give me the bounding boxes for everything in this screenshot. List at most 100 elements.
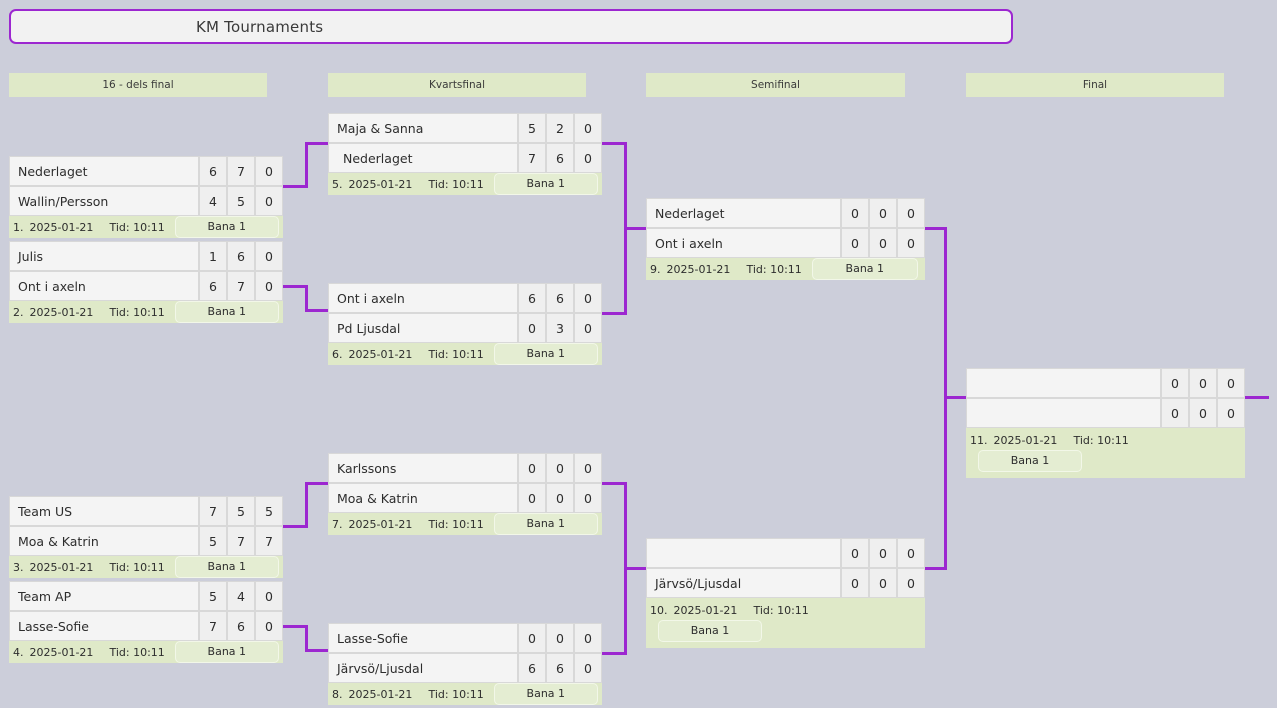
bracket-connector-line <box>305 285 308 312</box>
team-name: Moa & Katrin <box>328 483 518 513</box>
match-card: Karlssons 0 0 0 Moa & Katrin 0 0 0 7. 20… <box>328 453 602 535</box>
table-row[interactable]: 0 0 0 <box>966 368 1245 398</box>
score-cell: 0 <box>841 538 869 568</box>
court-badge[interactable]: Bana 1 <box>493 173 598 195</box>
table-row[interactable]: Julis 1 6 0 <box>9 241 283 271</box>
score-cell: 0 <box>255 156 283 186</box>
match-date: 2025-01-21 <box>29 560 94 574</box>
court-badge[interactable]: Bana 1 <box>978 449 1082 472</box>
match-time: Tid: 10:11 <box>109 220 165 234</box>
score-cell: 0 <box>574 283 602 313</box>
match-info-row: 9. 2025-01-21 Tid: 10:11 Bana 1 <box>646 258 925 280</box>
court-badge[interactable]: Bana 1 <box>493 683 598 705</box>
table-row[interactable]: Lasse-Sofie 7 6 0 <box>9 611 283 641</box>
score-cell: 0 <box>255 241 283 271</box>
table-row[interactable]: Lasse-Sofie 0 0 0 <box>328 623 602 653</box>
score-cell: 6 <box>546 143 574 173</box>
score-cell: 7 <box>199 611 227 641</box>
match-date: 2025-01-21 <box>666 262 731 276</box>
bracket-connector-line <box>283 285 308 288</box>
bracket-connector-line <box>305 625 308 652</box>
team-name: Team AP <box>9 581 199 611</box>
match-info-row: 5. 2025-01-21 Tid: 10:11 Bana 1 <box>328 173 602 195</box>
score-cell: 6 <box>546 283 574 313</box>
table-row[interactable]: 0 0 0 <box>646 538 925 568</box>
match-card: Lasse-Sofie 0 0 0 Järvsö/Ljusdal 6 6 0 8… <box>328 623 602 705</box>
score-cell: 0 <box>897 228 925 258</box>
team-name: Wallin/Persson <box>9 186 199 216</box>
court-badge[interactable]: Bana 1 <box>493 343 598 365</box>
score-cell: 0 <box>841 198 869 228</box>
score-cell: 0 <box>841 568 869 598</box>
table-row[interactable]: Ont i axeln 0 0 0 <box>646 228 925 258</box>
table-row[interactable]: Pd Ljusdal 0 3 0 <box>328 313 602 343</box>
table-row[interactable]: Ont i axeln 6 7 0 <box>9 271 283 301</box>
bracket-connector-line <box>283 625 308 628</box>
score-cell: 0 <box>1217 368 1245 398</box>
bracket-connector-line <box>283 525 308 528</box>
score-cell: 0 <box>255 186 283 216</box>
match-info-row: 6. 2025-01-21 Tid: 10:11 Bana 1 <box>328 343 602 365</box>
bracket-connector-line <box>602 482 627 485</box>
team-name: Lasse-Sofie <box>9 611 199 641</box>
score-cell: 6 <box>199 271 227 301</box>
table-row[interactable]: Ont i axeln 6 6 0 <box>328 283 602 313</box>
score-cell: 0 <box>518 453 546 483</box>
table-row[interactable]: Nederlaget 7 6 0 <box>328 143 602 173</box>
table-row[interactable]: Järvsö/Ljusdal 0 0 0 <box>646 568 925 598</box>
match-time: Tid: 10:11 <box>753 603 809 617</box>
table-row[interactable]: Järvsö/Ljusdal 6 6 0 <box>328 653 602 683</box>
match-number: 6. <box>332 347 343 361</box>
match-info-row: 8. 2025-01-21 Tid: 10:11 Bana 1 <box>328 683 602 705</box>
court-badge[interactable]: Bana 1 <box>493 513 598 535</box>
team-name: Ont i axeln <box>646 228 841 258</box>
score-cell: 0 <box>869 538 897 568</box>
table-row[interactable]: Team US 7 5 5 <box>9 496 283 526</box>
match-info-row: 7. 2025-01-21 Tid: 10:11 Bana 1 <box>328 513 602 535</box>
team-name: Maja & Sanna <box>328 113 518 143</box>
court-badge[interactable]: Bana 1 <box>174 216 279 238</box>
score-cell: 0 <box>546 483 574 513</box>
table-row[interactable]: Nederlaget 0 0 0 <box>646 198 925 228</box>
score-cell: 7 <box>199 496 227 526</box>
match-card: Nederlaget 6 7 0 Wallin/Persson 4 5 0 1.… <box>9 156 283 238</box>
match-info-row: 1. 2025-01-21 Tid: 10:11 Bana 1 <box>9 216 283 238</box>
match-date: 2025-01-21 <box>29 645 94 659</box>
score-cell: 0 <box>1217 398 1245 428</box>
court-badge[interactable]: Bana 1 <box>811 258 918 280</box>
match-date: 2025-01-21 <box>348 347 413 361</box>
match-time: Tid: 10:11 <box>428 687 484 701</box>
score-cell: 7 <box>227 526 255 556</box>
court-badge[interactable]: Bana 1 <box>658 619 762 642</box>
match-time: Tid: 10:11 <box>109 645 165 659</box>
court-badge[interactable]: Bana 1 <box>174 556 279 578</box>
table-row[interactable]: Wallin/Persson 4 5 0 <box>9 186 283 216</box>
match-number: 8. <box>332 687 343 701</box>
match-card: 0 0 0 Järvsö/Ljusdal 0 0 0 10. 2025-01-2… <box>646 538 925 648</box>
score-cell: 1 <box>199 241 227 271</box>
score-cell: 0 <box>574 313 602 343</box>
table-row[interactable]: Moa & Katrin 5 7 7 <box>9 526 283 556</box>
team-name <box>966 368 1161 398</box>
team-name: Karlssons <box>328 453 518 483</box>
court-badge[interactable]: Bana 1 <box>174 301 279 323</box>
bracket-connector-line <box>1245 396 1269 399</box>
table-row[interactable]: Nederlaget 6 7 0 <box>9 156 283 186</box>
table-row[interactable]: Team AP 5 4 0 <box>9 581 283 611</box>
match-number: 9. <box>650 262 661 276</box>
score-cell: 6 <box>227 241 255 271</box>
bracket-connector-line <box>921 227 946 230</box>
score-cell: 6 <box>518 653 546 683</box>
score-cell: 0 <box>518 313 546 343</box>
bracket-connector-line <box>602 312 627 315</box>
score-cell: 5 <box>199 581 227 611</box>
table-row[interactable]: 0 0 0 <box>966 398 1245 428</box>
table-row[interactable]: Karlssons 0 0 0 <box>328 453 602 483</box>
court-badge[interactable]: Bana 1 <box>174 641 279 663</box>
match-time: Tid: 10:11 <box>109 305 165 319</box>
team-name: Moa & Katrin <box>9 526 199 556</box>
table-row[interactable]: Maja & Sanna 5 2 0 <box>328 113 602 143</box>
score-cell: 0 <box>546 623 574 653</box>
match-info-row: 11. 2025-01-21 Tid: 10:11 Bana 1 <box>966 428 1245 478</box>
table-row[interactable]: Moa & Katrin 0 0 0 <box>328 483 602 513</box>
